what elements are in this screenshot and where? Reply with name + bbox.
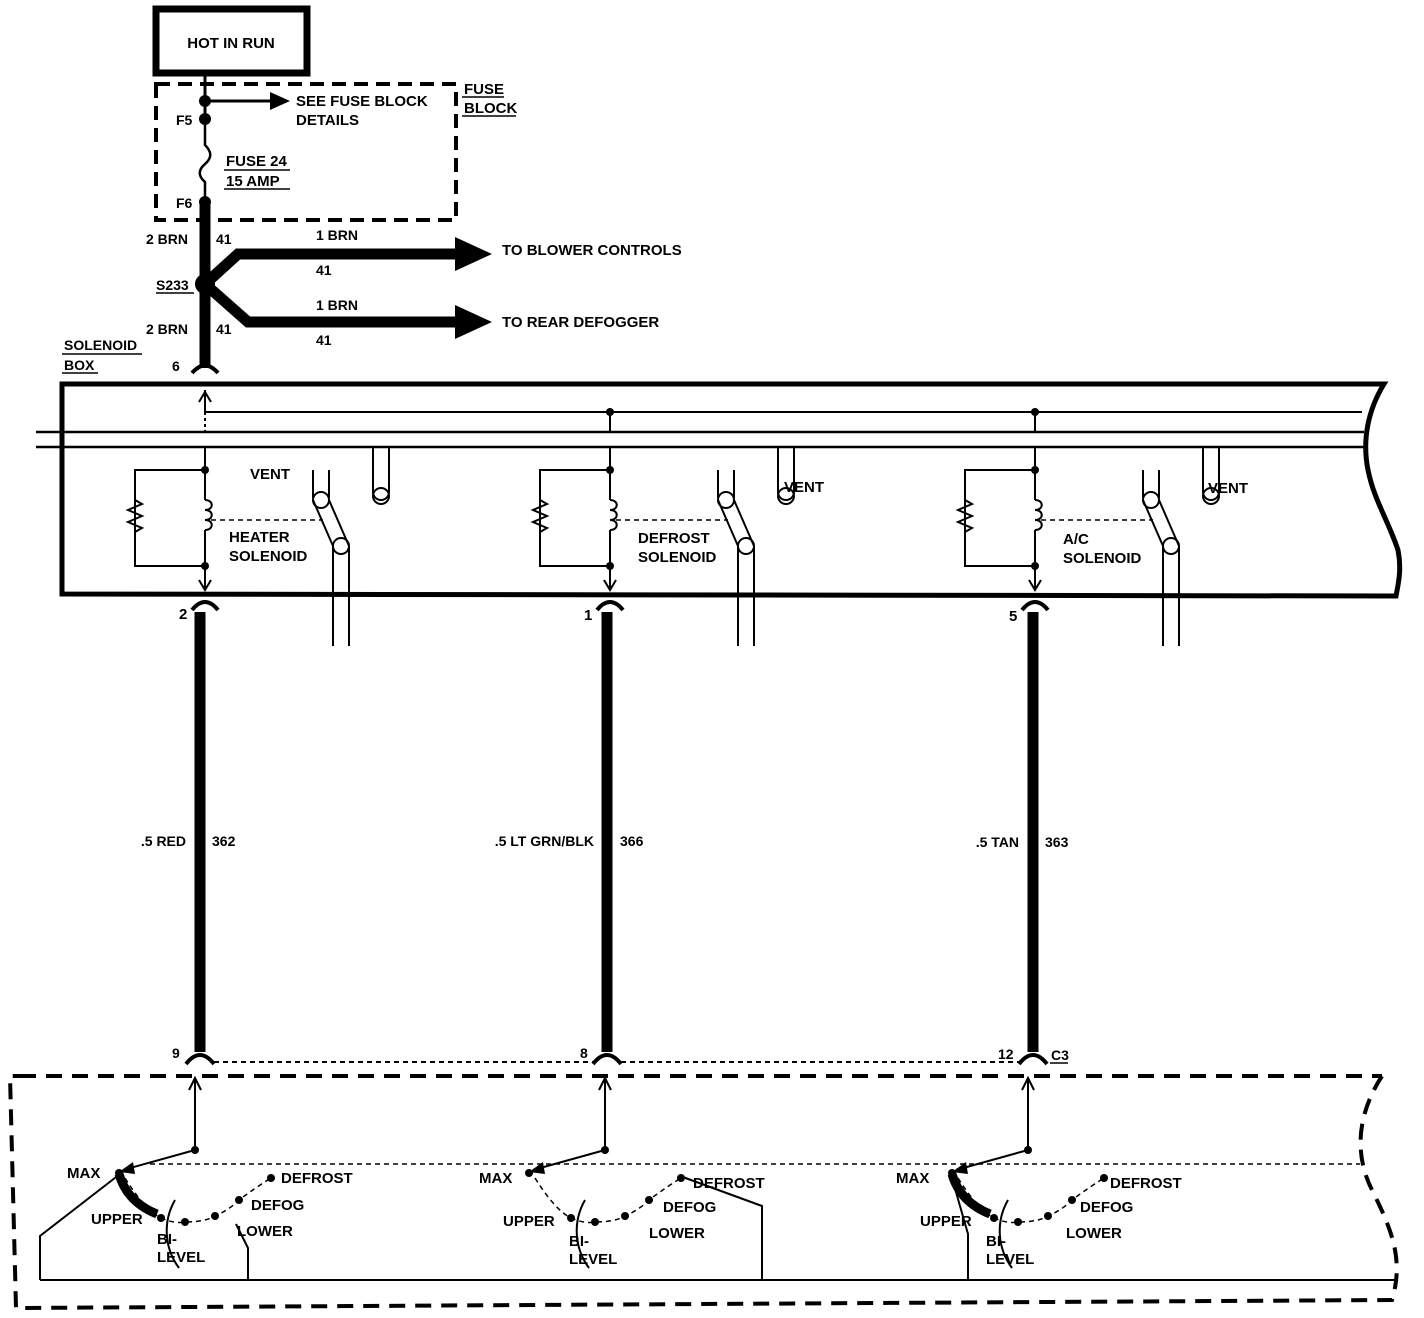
solenoid-label-1: DEFROST: [638, 530, 710, 547]
terminal-f5-label: F5: [176, 112, 193, 128]
input-pin-label: 6: [172, 358, 180, 374]
mode-switch-3: MAX UPPER BI-LEVEL LOWER DEFOG DEFROST: [896, 1075, 1182, 1269]
feed-upper-wire: 2 BRN: [146, 231, 188, 247]
solenoid-box-title-2: BOX: [64, 357, 95, 373]
mode-max-label: MAX: [896, 1170, 929, 1187]
vent-label: VENT: [1208, 480, 1248, 497]
mode-defog-label: DEFOG: [1080, 1199, 1133, 1216]
mode-defrost-label: DEFROST: [693, 1175, 765, 1192]
mode-max-label: MAX: [67, 1165, 100, 1182]
branch-1-destination: TO BLOWER CONTROLS: [502, 242, 682, 259]
solenoid-unit-3: A/C SOLENOID VENT 5: [955, 447, 1248, 646]
branch-1-circuit: 41: [316, 262, 332, 278]
wire-1-size: .5 RED: [141, 833, 186, 849]
solenoid-label-1: HEATER: [229, 529, 290, 546]
feed-upper-circuit: 41: [216, 231, 232, 247]
branch-2-destination: TO REAR DEFOGGER: [502, 314, 659, 331]
terminal-f6-label: F6: [176, 195, 193, 211]
solenoid-label-2: SOLENOID: [229, 548, 308, 565]
wire-2-circuit: 366: [620, 833, 644, 849]
wire-2-size: .5 LT GRN/BLK: [495, 833, 594, 849]
mode-defrost-label: DEFROST: [1110, 1175, 1182, 1192]
pin-12-label: 12: [998, 1046, 1014, 1062]
feed-lower-circuit: 41: [216, 321, 232, 337]
fuse-block-title-1: FUSE: [464, 81, 504, 98]
mode-defog-label: DEFOG: [663, 1199, 716, 1216]
solenoid-label-1: A/C: [1063, 531, 1089, 548]
mode-upper-label: UPPER: [91, 1211, 143, 1228]
terminal-f5: [199, 113, 211, 125]
mode-lower-label: LOWER: [1066, 1225, 1122, 1242]
mode-bilevel-label-2: LEVEL: [986, 1251, 1034, 1268]
mode-lower-label: LOWER: [237, 1223, 293, 1240]
mode-bilevel-label-2: LEVEL: [569, 1251, 617, 1268]
mode-lower-label: LOWER: [649, 1225, 705, 1242]
resistor-icon: [955, 499, 975, 533]
feed-circuit: 2 BRN 41 S233 2 BRN 41 1 BRN 41 TO BLOWE…: [62, 205, 682, 375]
solenoid-unit-1: HEATER SOLENOID VENT 2: [125, 447, 390, 646]
solenoid-unit-2: DEFROST SOLENOID VENT 1: [530, 447, 824, 646]
feed-lower-wire: 2 BRN: [146, 321, 188, 337]
branch-2-wire: 1 BRN: [316, 297, 358, 313]
branch-2-circuit: 41: [316, 332, 332, 348]
mode-bilevel-label-1: BI-: [569, 1233, 589, 1250]
branch-1-wire: 1 BRN: [316, 227, 358, 243]
connector-c3-label: C3: [1051, 1047, 1069, 1063]
arrow-right-icon: [270, 92, 290, 110]
power-source: HOT IN RUN: [152, 5, 311, 77]
arrow-right-icon: [455, 305, 492, 339]
switch-wiper: [947, 1172, 992, 1219]
see-fuse-details-2: DETAILS: [296, 112, 359, 129]
arrow-right-icon: [455, 237, 492, 271]
resistor-icon: [125, 499, 145, 533]
pin-9-label: 9: [172, 1045, 180, 1061]
mode-max-label: MAX: [479, 1170, 512, 1187]
fuse-rating: 15 AMP: [226, 173, 280, 190]
mode-switch-1: MAX UPPER BI-LEVEL LOWER DEFOG DEFROST: [67, 1075, 353, 1269]
see-fuse-details-1: SEE FUSE BLOCK: [296, 93, 428, 110]
power-source-label: HOT IN RUN: [187, 35, 275, 52]
fuse-symbol: [198, 125, 212, 200]
wire-3-circuit: 363: [1045, 834, 1069, 850]
solenoid-box: [36, 381, 1403, 599]
vent-label: VENT: [784, 479, 824, 496]
switch-wiper: [114, 1172, 159, 1219]
control-wires: .5 RED 362 .5 LT GRN/BLK 366 .5 TAN 363 …: [141, 612, 1069, 1066]
coil-icon: [1034, 499, 1043, 531]
wire-1-circuit: 362: [212, 833, 236, 849]
control-head: [7, 1074, 1399, 1311]
coil-icon: [204, 499, 213, 531]
fuse-name: FUSE 24: [226, 153, 288, 170]
coil-icon: [609, 499, 618, 531]
solenoid-pin-label: 1: [584, 607, 592, 624]
solenoid-pin-label: 5: [1009, 608, 1017, 625]
solenoid-box-title-1: SOLENOID: [64, 337, 137, 353]
mode-switch-2: MAX UPPER BI-LEVEL LOWER DEFOG DEFROST: [479, 1075, 765, 1269]
mode-upper-label: UPPER: [503, 1213, 555, 1230]
mode-bilevel-label-2: LEVEL: [157, 1249, 205, 1266]
vent-label: VENT: [250, 466, 290, 483]
solenoid-label-2: SOLENOID: [1063, 550, 1142, 567]
solenoid-pin-label: 2: [179, 606, 187, 623]
pin-8-label: 8: [580, 1045, 588, 1061]
fuse-block: FUSE BLOCK SEE FUSE BLOCK DETAILS F5 FUS…: [154, 73, 517, 222]
splice-label: S233: [156, 277, 189, 293]
mode-bilevel-label-1: BI-: [157, 1231, 177, 1248]
fuse-block-title-2: BLOCK: [464, 100, 517, 117]
mode-bilevel-label-1: BI-: [986, 1233, 1006, 1250]
mode-defrost-label: DEFROST: [281, 1170, 353, 1187]
mode-defog-label: DEFOG: [251, 1197, 304, 1214]
solenoid-label-2: SOLENOID: [638, 549, 717, 566]
resistor-icon: [530, 499, 550, 533]
mode-upper-label: UPPER: [920, 1213, 972, 1230]
wire-3-size: .5 TAN: [976, 834, 1019, 850]
